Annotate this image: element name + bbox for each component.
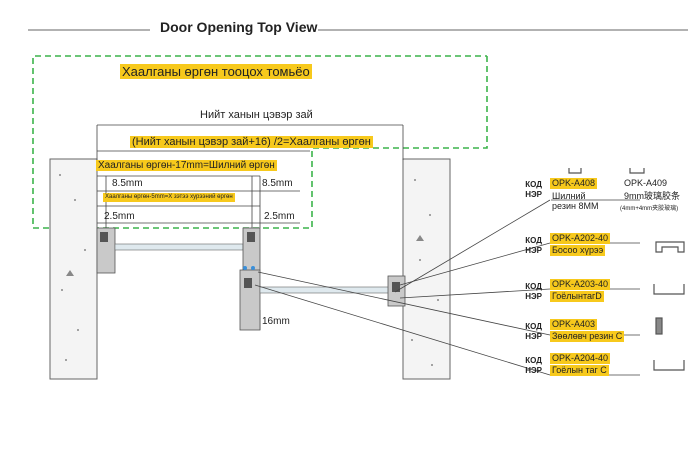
- formula-frame: [32, 55, 488, 229]
- dim-2-5-left: 2.5mm: [104, 211, 135, 222]
- extra-part-note: (4mm+4mm夹胶玻璃): [620, 206, 679, 212]
- dim-2-5-right: 2.5mm: [264, 211, 295, 222]
- part-code: OPK-A204-40: [550, 353, 611, 364]
- part-code-label: КОД: [525, 356, 542, 365]
- frame-icon-a202: [655, 241, 685, 253]
- leader-lines: [254, 199, 640, 376]
- extra-part-name: 9mm玻璃胶条: [624, 191, 680, 201]
- part-name: ГоёлынтагD: [550, 291, 604, 302]
- part-name-label: НЭР: [525, 366, 542, 375]
- extra-part-code: OPK-A409: [624, 178, 668, 188]
- part-code: OPK-A403: [550, 319, 598, 330]
- door-width-formula: (Нийт ханын цэвэр зай+16) /2=Хаалганы өр…: [130, 136, 373, 148]
- wall-texture: [59, 174, 439, 366]
- part-name-line-1: Шилний: [552, 191, 586, 201]
- dim-8-5-right: 8.5mm: [262, 178, 293, 189]
- door-leaf-left: [96, 227, 261, 274]
- part-name-line-2: резин 8MM: [552, 201, 599, 211]
- part-name: Гоёлын таг C: [550, 365, 609, 376]
- wall-left: [49, 158, 98, 380]
- glass-width-formula: Хаалганы өргөн-17mm=Шилний өргөн: [96, 160, 277, 171]
- rubber-icon-a408: [568, 168, 582, 174]
- part-code-label: КОД: [525, 322, 542, 331]
- part-code-label: КОД: [525, 180, 542, 189]
- part-code: OPK-A202-40: [550, 233, 611, 244]
- part-name-label: НЭР: [525, 190, 542, 199]
- part-name-label: НЭР: [525, 332, 542, 341]
- dim-8-5-left: 8.5mm: [112, 178, 143, 189]
- clear-width-label: Нийт ханын цэвэр зай: [200, 109, 313, 121]
- part-name: Босоо хүрээ: [550, 245, 606, 256]
- rubber-icon-a403: [655, 317, 663, 335]
- part-name-label: НЭР: [525, 246, 542, 255]
- dim-16: 16mm: [262, 316, 290, 327]
- part-code-label: КОД: [525, 236, 542, 245]
- profile-icons: [568, 168, 685, 371]
- formula-heading: Хаалганы өргөн тооцох томьёо: [120, 64, 312, 79]
- wall-right: [402, 158, 451, 380]
- part-code: OPK-A408: [550, 178, 598, 189]
- part-code-label: КОД: [525, 282, 542, 291]
- part-name: Зөөлөвч резин C: [550, 331, 625, 342]
- page-title: Door Opening Top View: [160, 19, 318, 35]
- frame-width-formula: Хаалганы өргөн-5mm=Х зэтээ хурээний өргө…: [103, 193, 235, 202]
- part-name-label: НЭР: [525, 292, 542, 301]
- cover-icon-a203: [653, 284, 685, 295]
- cover-icon-a204: [653, 360, 685, 371]
- rubber-icon-a409: [629, 168, 645, 174]
- part-code: OPK-A203-40: [550, 279, 611, 290]
